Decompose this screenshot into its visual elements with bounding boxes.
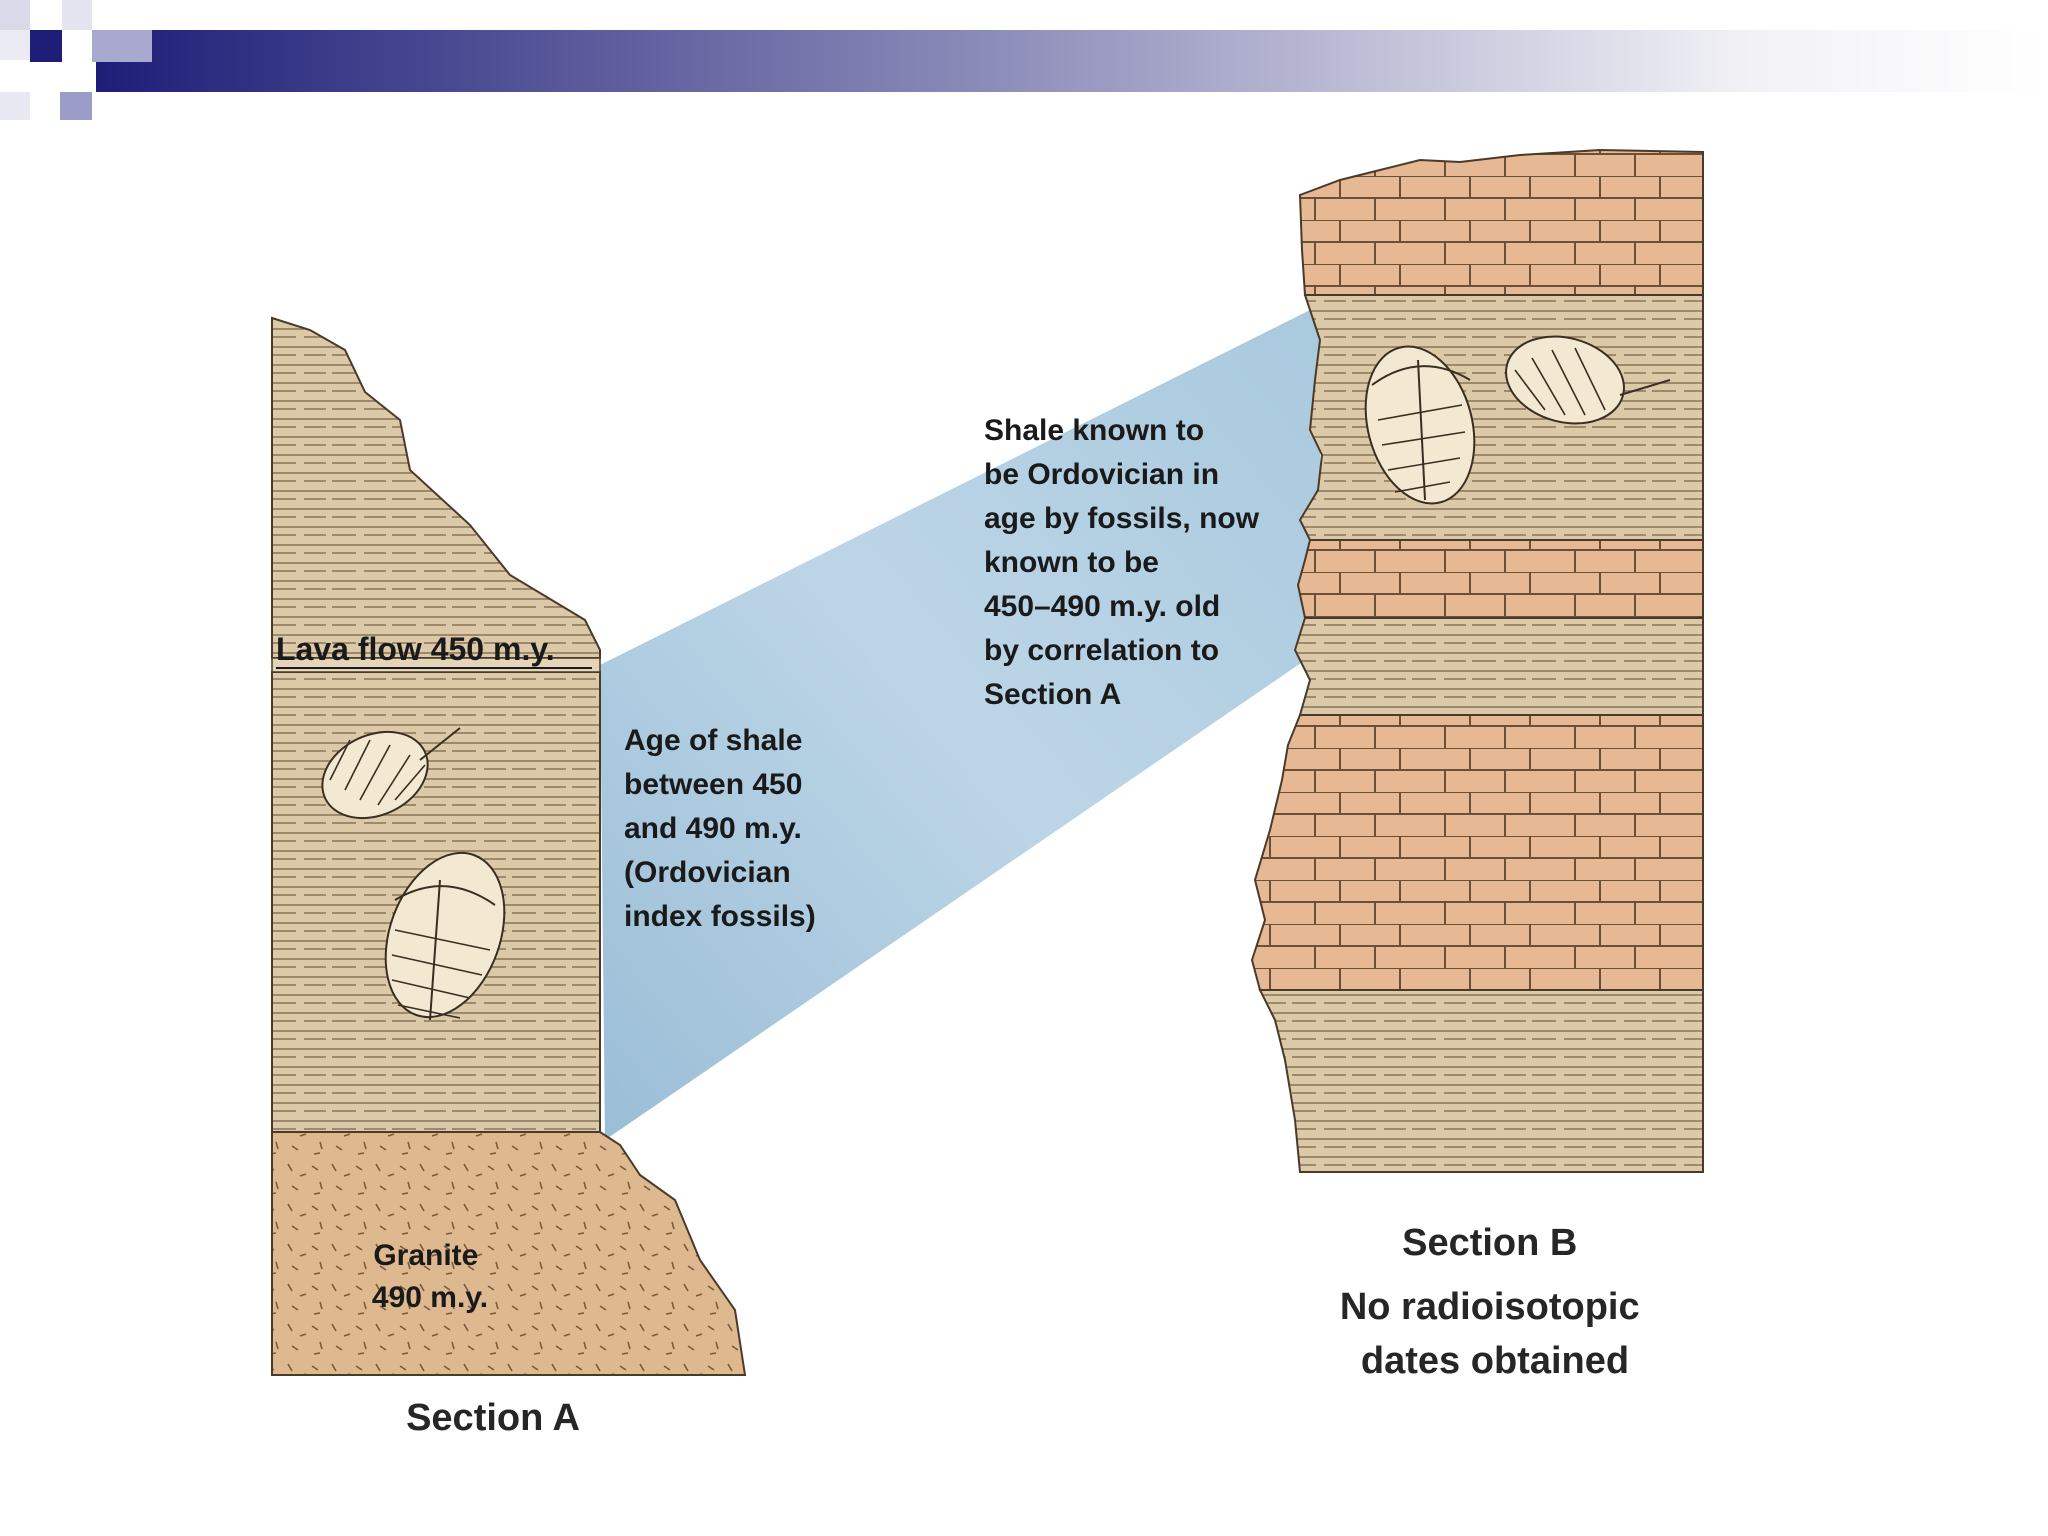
section-b-limestone-top [1298, 148, 1704, 296]
shale-correlation-note: Shale known to be Ordovician in age by f… [984, 414, 1267, 711]
age-note-line-3: and 490 m.y. [624, 812, 802, 845]
section-b-limestone-lower [1250, 714, 1704, 991]
banner-square-light-1 [0, 0, 30, 30]
banner-square-dark [30, 30, 62, 62]
shale-note-line-4: known to be [984, 546, 1159, 579]
age-note-line-4: (Ordovician [624, 856, 791, 889]
age-note-line-5: index fossils) [624, 900, 816, 933]
section-b-caption-line-3: dates obtained [1361, 1340, 1629, 1382]
section-b-shale-lower [1258, 989, 1704, 1173]
banner-square-light-4 [0, 92, 30, 120]
section-a-shale-upper [271, 316, 601, 659]
trilobite-fossil-b [1364, 345, 1476, 505]
age-note-line-1: Age of shale [624, 724, 802, 757]
section-a-granite [271, 1131, 747, 1376]
section-b-shale-middle [1293, 617, 1704, 716]
age-note-line-2: between 450 [624, 768, 802, 801]
title-banner [0, 0, 2048, 120]
section-a-caption: Section A [406, 1397, 580, 1439]
section-b-caption-line-2: No radioisotopic [1340, 1286, 1640, 1328]
section-b-column [1250, 148, 1704, 1173]
banner-gradient-bar [96, 30, 2048, 92]
section-a-column [271, 316, 747, 1376]
banner-square-light-3 [62, 0, 92, 30]
shale-note-line-3: age by fossils, now [984, 502, 1260, 535]
shale-note-line-5: 450–490 m.y. old [984, 590, 1220, 623]
age-of-shale-note: Age of shale between 450 and 490 m.y. (O… [624, 724, 816, 933]
granite-label: Granite 490 m.y. [372, 1239, 488, 1314]
banner-square-mid-1 [92, 30, 152, 62]
granite-label-line-2: 490 m.y. [372, 1281, 488, 1314]
banner-square-light-2 [0, 30, 30, 60]
correlation-band [600, 305, 1320, 1140]
shale-note-line-2: be Ordovician in [984, 458, 1219, 491]
shale-note-line-6: by correlation to [984, 634, 1219, 667]
brachiopod-fossil-b [1505, 335, 1671, 425]
section-b-caption: Section B No radioisotopic dates obtaine… [1340, 1222, 1650, 1382]
shale-note-line-1: Shale known to [984, 414, 1204, 447]
granite-label-line-1: Granite [373, 1239, 478, 1272]
trilobite-fossil-a [384, 851, 506, 1021]
banner-square-mid-2 [60, 92, 92, 120]
shale-note-line-7: Section A [984, 678, 1121, 711]
section-b-shale-fossil [1298, 294, 1704, 541]
lava-flow-label: Lava flow 450 m.y. [276, 631, 555, 667]
section-b-limestone-middle [1296, 539, 1704, 619]
brachiopod-fossil-a [321, 727, 461, 820]
section-b-caption-line-1: Section B [1402, 1222, 1577, 1264]
